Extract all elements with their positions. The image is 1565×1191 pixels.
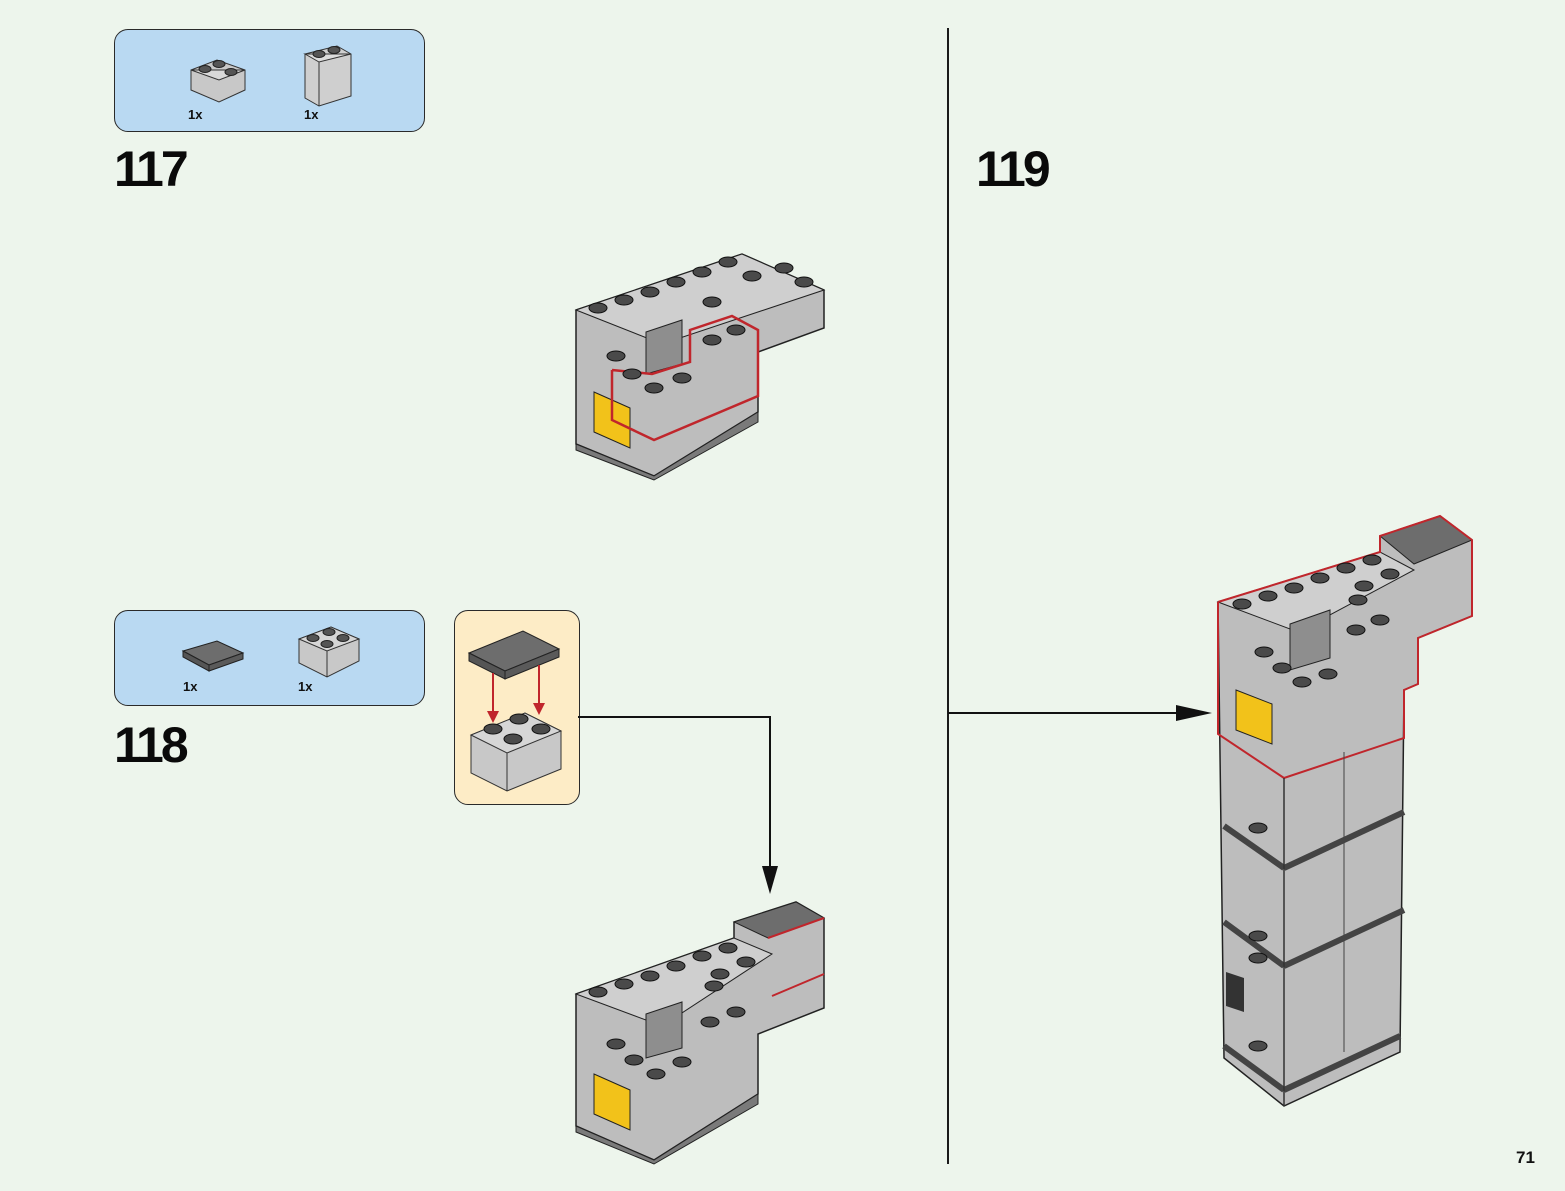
part-quantity: 1x [304, 107, 319, 122]
step-117-parts-box: 1x 1x [114, 29, 425, 132]
part-quantity: 1x [183, 679, 198, 694]
part-quantity: 1x [298, 679, 313, 694]
page-number: 71 [1516, 1148, 1535, 1167]
brick-2x2-icon [297, 626, 361, 678]
step-number: 118 [114, 717, 189, 773]
step-number: 119 [976, 141, 1051, 197]
subassembly-diagram [467, 630, 563, 792]
step-118-parts-box: 1x 1x [114, 610, 425, 706]
tile-2x2-icon [181, 640, 245, 672]
subassembly-box [454, 610, 580, 805]
step-119-arrow [948, 705, 1212, 721]
subassembly-arrow [578, 716, 778, 894]
column-divider [947, 28, 949, 1164]
step-119-model [1216, 514, 1474, 1107]
brick-1x2x2-icon [303, 45, 352, 107]
part-quantity: 1x [188, 107, 203, 122]
corner-brick-icon [190, 59, 246, 103]
step-number: 117 [114, 141, 189, 197]
step-118-model [574, 901, 826, 1165]
step-117-model [574, 253, 826, 481]
